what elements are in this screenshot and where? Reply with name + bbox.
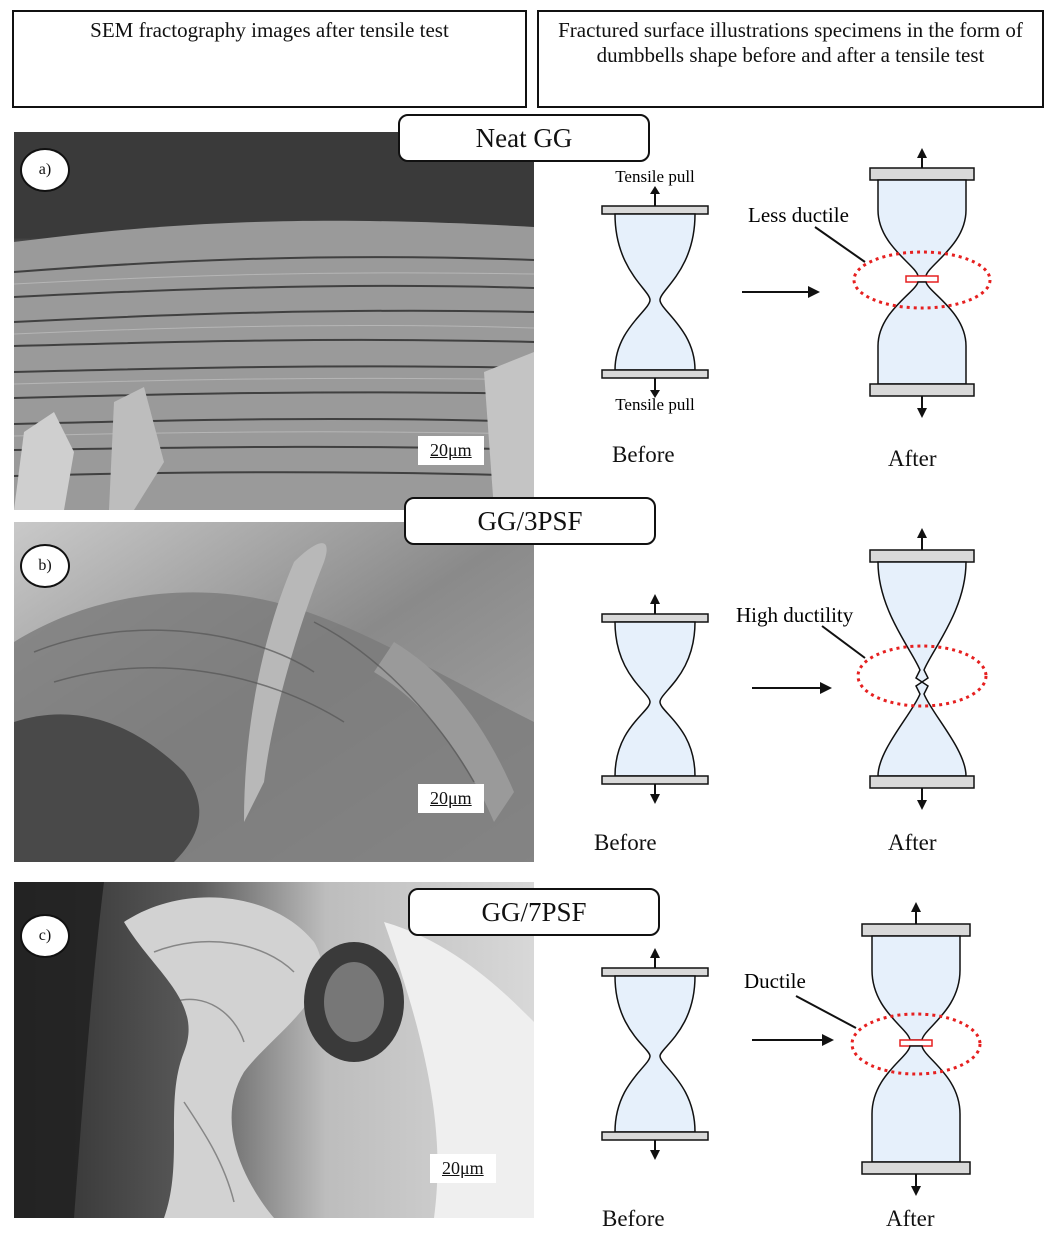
sample-label-text: GG/7PSF [481,896,587,927]
after-specimen [869,528,975,810]
sem-texture [14,882,534,1218]
scale-bar-text: 20μm [442,1158,484,1178]
sem-image-gg-3psf [14,522,534,862]
after-specimen [861,902,971,1196]
before-specimen [601,594,709,804]
fracture-diagram-b: High ductility [601,528,988,810]
panel-badge-b: b) [20,544,70,588]
scale-bar-a: 20μm [418,436,484,465]
after-specimen [869,148,975,418]
scale-bar-text: 20μm [430,440,472,460]
fracture-label-leader [821,625,866,659]
fracture-zone-ring [850,1012,982,1076]
caption-after-b: After [888,830,937,855]
caption-after-c: After [886,1206,935,1231]
fracture-label-leader [795,995,857,1029]
before-specimen [601,948,709,1160]
fracture-diagram-c: Ductile [601,902,982,1196]
sample-label-gg-3psf: GG/3PSF [404,497,656,545]
tensile-pull-top-label: Tensile pull [615,167,695,186]
fracture-zone-ring [856,644,988,708]
fracture-zone-ring [852,250,992,310]
panel-badge-text: a) [38,161,52,178]
fracture-label: Ductile [744,969,806,993]
sample-label-text: Neat GG [475,122,573,153]
scale-bar-b: 20μm [418,784,484,813]
caption-before-b: Before [594,830,657,855]
fracture-diagram-a: Tensile pull Tensile pull Less ductile [601,148,992,418]
header-sem-images: SEM fractography images after tensile te… [12,10,527,108]
fracture-label-leader [814,226,866,263]
sem-image-gg-7psf [14,882,534,1218]
fracture-label: High ductility [736,603,854,627]
sem-texture [14,522,534,862]
before-specimen [601,186,709,398]
header-sem-images-text: SEM fractography images after tensile te… [90,18,449,42]
panel-badge-a: a) [20,148,70,192]
caption-before-c: Before [602,1206,665,1231]
sample-label-text: GG/3PSF [477,505,583,536]
header-fracture-illustrations: Fractured surface illustrations specimen… [537,10,1044,108]
sample-label-neat-gg: Neat GG [398,114,650,162]
caption-before-a: Before [612,442,675,467]
caption-after-a: After [888,446,937,471]
tensile-pull-bottom-label: Tensile pull [615,395,695,414]
panel-badge-c: c) [20,914,70,958]
sample-label-gg-7psf: GG/7PSF [408,888,660,936]
panel-badge-text: b) [38,557,52,574]
fracture-label: Less ductile [748,203,849,227]
panel-badge-text: c) [38,927,52,944]
scale-bar-c: 20μm [430,1154,496,1183]
header-fracture-illustrations-text: Fractured surface illustrations specimen… [558,18,1023,67]
scale-bar-text: 20μm [430,788,472,808]
